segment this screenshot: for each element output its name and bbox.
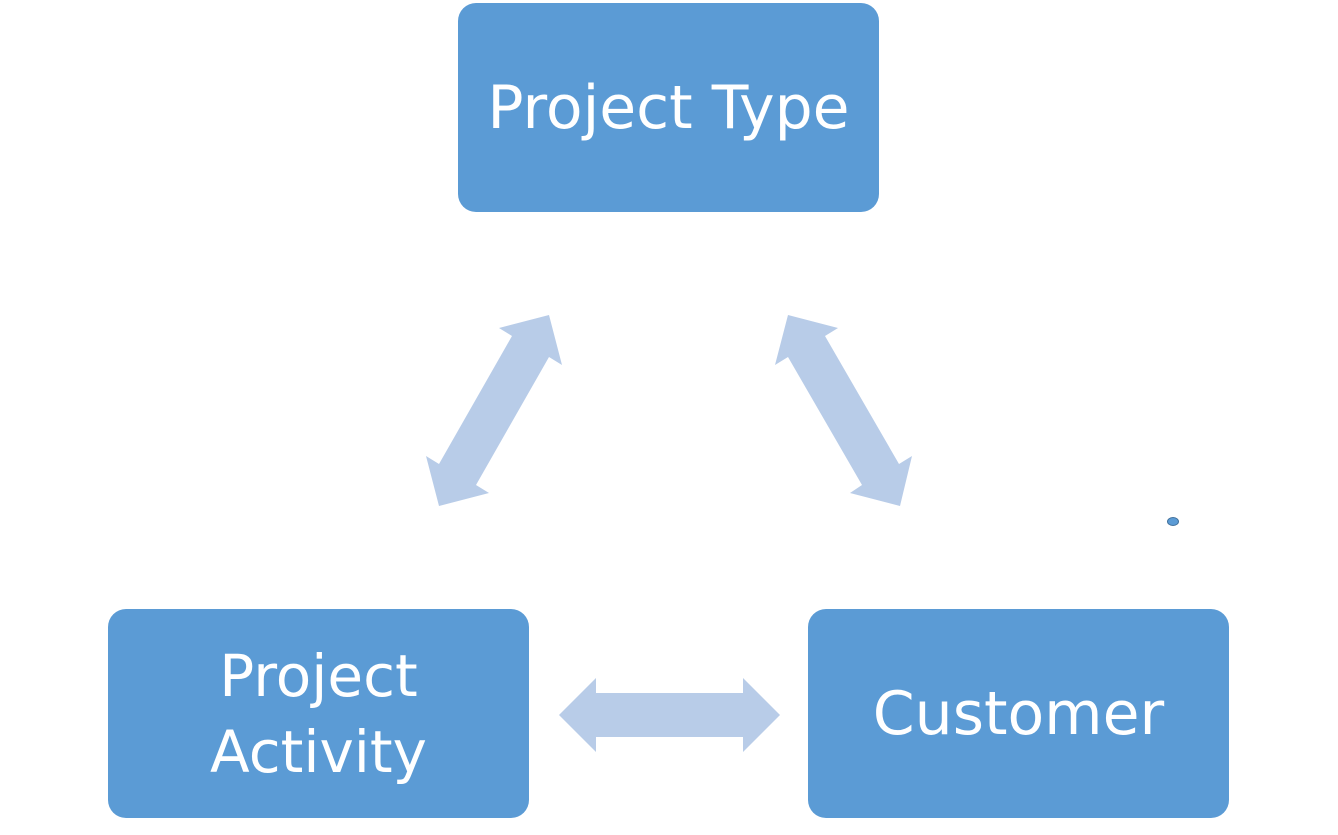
- stray-dot: [1167, 517, 1179, 526]
- arrow-type-customer[interactable]: [775, 315, 912, 506]
- node-project-type[interactable]: Project Type: [458, 3, 879, 212]
- arrow-activity-customer[interactable]: [559, 678, 780, 752]
- node-project-type-label: Project Type: [487, 72, 850, 143]
- node-project-activity[interactable]: Project Activity: [108, 609, 529, 818]
- node-customer[interactable]: Customer: [808, 609, 1229, 818]
- node-project-activity-label: Project Activity: [210, 641, 427, 786]
- arrow-type-activity[interactable]: [426, 315, 562, 506]
- node-customer-label: Customer: [872, 678, 1165, 749]
